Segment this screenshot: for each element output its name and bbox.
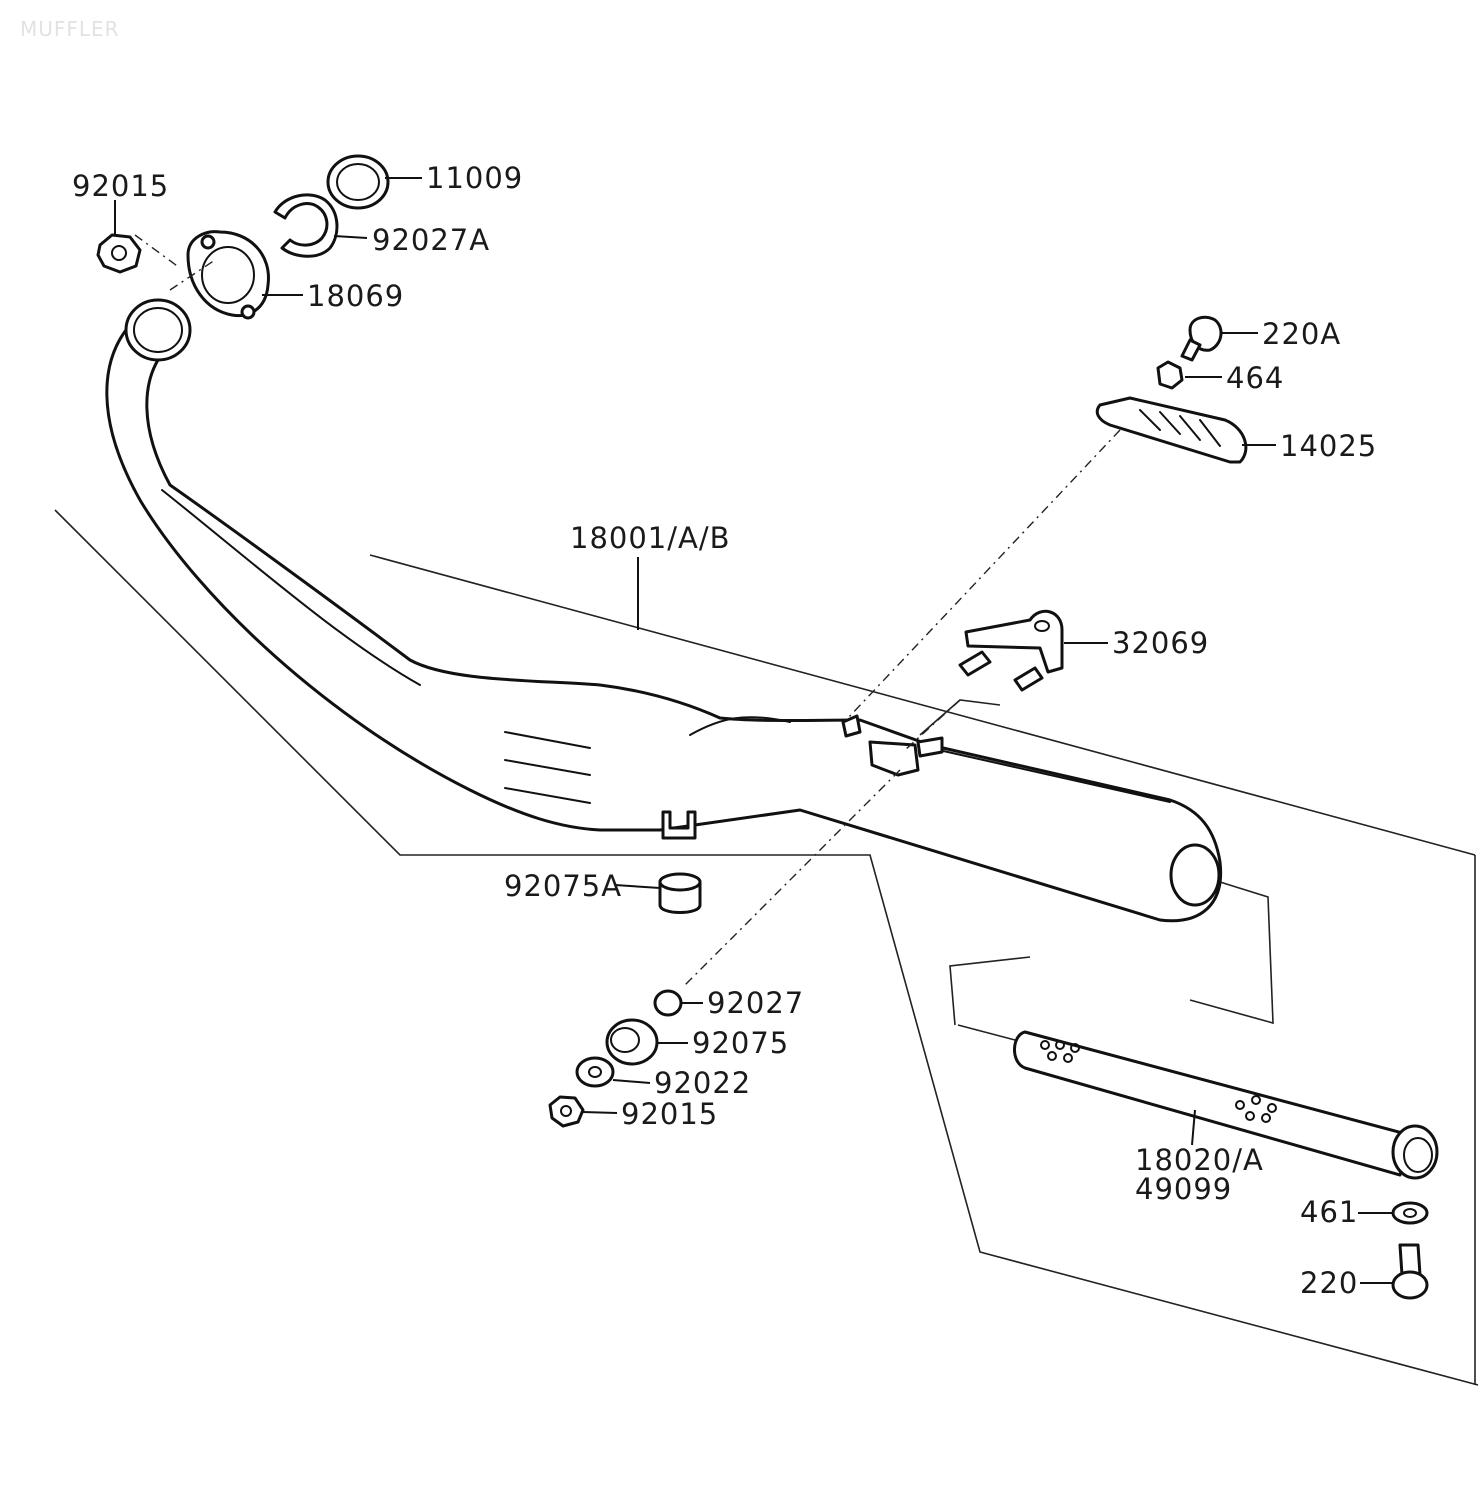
watermark-text: MUFFLER xyxy=(20,17,120,41)
bracket-32069 xyxy=(958,609,1064,692)
washer-92022 xyxy=(575,1056,615,1088)
leader-lines xyxy=(114,177,1393,1284)
label-92075A: 92075A xyxy=(504,869,622,903)
label-92027A: 92027A xyxy=(372,223,490,257)
collar-92027 xyxy=(653,989,683,1017)
nut-92015-top xyxy=(96,233,142,274)
label-92015-bottom: 92015 xyxy=(621,1097,718,1131)
group-frame-main xyxy=(54,509,1479,1386)
label-461: 461 xyxy=(1300,1195,1358,1229)
label-18001: 18001/A/B xyxy=(570,521,731,555)
label-92022: 92022 xyxy=(654,1066,751,1100)
exhaust-pipe-muffler xyxy=(105,298,1223,923)
assembly-lines xyxy=(134,234,1121,986)
collar-92027A xyxy=(273,193,339,258)
label-32069: 32069 xyxy=(1112,626,1209,660)
part-labels: 92015 11009 92027A 18069 220A 464 14025 … xyxy=(72,161,1377,1300)
label-220A: 220A xyxy=(1262,317,1341,351)
bolt-220 xyxy=(1391,1243,1429,1300)
baffle-18020 xyxy=(1013,1030,1439,1180)
label-92015-top: 92015 xyxy=(72,169,169,203)
group-frame-baffle xyxy=(949,881,1274,1041)
heat-guard-14025 xyxy=(1095,396,1248,464)
damper-92075A xyxy=(658,872,702,914)
washer-461 xyxy=(1391,1201,1429,1225)
label-464: 464 xyxy=(1226,361,1284,395)
label-92027: 92027 xyxy=(707,986,804,1020)
label-11009: 11009 xyxy=(426,161,523,195)
label-92075: 92075 xyxy=(692,1026,789,1060)
group-frame-bracket xyxy=(919,699,1001,736)
label-18069: 18069 xyxy=(307,279,404,313)
clamp-18069 xyxy=(186,230,270,320)
label-49099: 49099 xyxy=(1135,1172,1232,1206)
washer-464 xyxy=(1156,360,1184,390)
label-220: 220 xyxy=(1300,1266,1358,1300)
label-14025: 14025 xyxy=(1280,429,1377,463)
damper-92075 xyxy=(605,1018,659,1066)
bolt-220A xyxy=(1180,315,1223,362)
gasket-11009 xyxy=(326,154,390,210)
label-18020: 18020/A xyxy=(1135,1143,1264,1177)
nut-92015-bottom xyxy=(548,1095,585,1128)
